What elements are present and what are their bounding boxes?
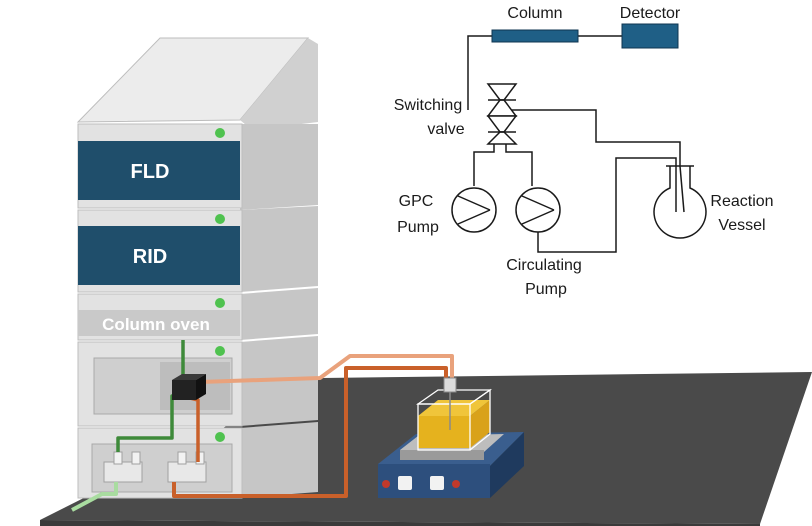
- schematic-reaction-vessel: [653, 165, 707, 239]
- reaction-label-line2: Vessel: [718, 217, 765, 234]
- pump-module-led: [215, 432, 225, 442]
- rid-panel: [78, 226, 240, 285]
- valve-module-led: [215, 346, 225, 356]
- stack-top-side: [240, 38, 318, 130]
- module-valve-compartment: [77, 336, 318, 427]
- oven-panel: [78, 310, 240, 336]
- stirrer-button-1: [398, 476, 412, 490]
- oven-status-led: [215, 298, 225, 308]
- tube-peach: [199, 354, 454, 384]
- circulating-pump-head: [167, 451, 207, 483]
- fld-label: FLD: [131, 161, 170, 183]
- module-fld: FLD: [77, 123, 318, 210]
- reaction-setup: [378, 377, 524, 498]
- switching-label-line2: valve: [427, 121, 464, 138]
- instrument-stack: FLD RID Column oven: [76, 37, 318, 499]
- circulating-label-line1: Circulating: [506, 257, 582, 274]
- flow-schematic: Column Detector Switching valve GPC Pump: [394, 5, 774, 298]
- gpc-label-line1: GPC: [399, 193, 434, 210]
- detector-label: Detector: [620, 5, 681, 22]
- vessel-probe: [443, 377, 457, 393]
- circulating-label-line2: Pump: [525, 281, 567, 298]
- schematic-switching-valve: [486, 83, 518, 145]
- fld-panel: [78, 141, 240, 200]
- column-label: Column: [507, 5, 562, 22]
- reaction-label-line1: Reaction: [710, 193, 773, 210]
- schematic-detector: [621, 23, 679, 49]
- line-valve-to-column: [467, 35, 492, 110]
- schematic-circulating-pump: [515, 187, 561, 233]
- module-rid: RID: [77, 206, 318, 293]
- tube-pale-green: [71, 482, 118, 512]
- vessel-glass: [415, 388, 493, 451]
- rid-status-led: [215, 214, 225, 224]
- switching-valve-block: [172, 374, 206, 400]
- gpc-label-line2: Pump: [397, 219, 439, 236]
- line-valve-to-vessel-a: [508, 109, 681, 168]
- bench-edge: [40, 520, 760, 526]
- fld-status-led: [215, 128, 225, 138]
- module-column-oven: Column oven: [77, 288, 318, 341]
- switching-label-line1: Switching: [394, 97, 462, 114]
- stirrer-knob-right: [452, 480, 460, 488]
- stirrer-knob-left: [382, 480, 390, 488]
- oven-label: Column oven: [102, 315, 210, 334]
- line-valve-to-gpc-pump: [473, 142, 495, 186]
- line-valve-to-circ-pump: [505, 142, 533, 186]
- rid-label: RID: [133, 246, 167, 268]
- vessel-liquid: [418, 416, 470, 448]
- tube-orange-return: [172, 366, 448, 498]
- schematic-gpc-pump: [451, 187, 497, 233]
- line-circ-pump-to-vessel: [537, 157, 677, 253]
- stirrer-button-2: [430, 476, 444, 490]
- schematic-column: [491, 29, 579, 43]
